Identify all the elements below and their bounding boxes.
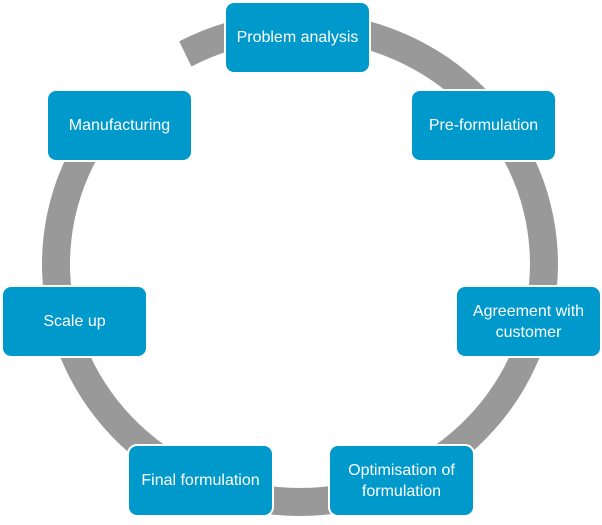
- step-label: Final formulation: [141, 472, 260, 489]
- step-label: Manufacturing: [68, 117, 171, 134]
- step-manufacturing: Manufacturing: [48, 91, 191, 160]
- step-pre-formulation: Pre-formulation: [412, 91, 555, 160]
- step-label: Agreement with customer: [472, 302, 585, 341]
- step-label: Problem analysis: [236, 29, 359, 46]
- step-final-formulation: Final formulation: [129, 446, 272, 515]
- step-label: Pre-formulation: [428, 117, 539, 134]
- step-label: Optimisation of formulation: [348, 461, 455, 500]
- step-scale-up: Scale up: [3, 287, 146, 356]
- cycle-arc: [41, 11, 559, 517]
- step-optimisation-of-formulation: Optimisation of formulation: [330, 446, 473, 515]
- step-label: Scale up: [43, 313, 106, 330]
- step-agreement-with-customer: Agreement with customer: [457, 287, 600, 356]
- step-problem-analysis: Problem analysis: [226, 3, 369, 72]
